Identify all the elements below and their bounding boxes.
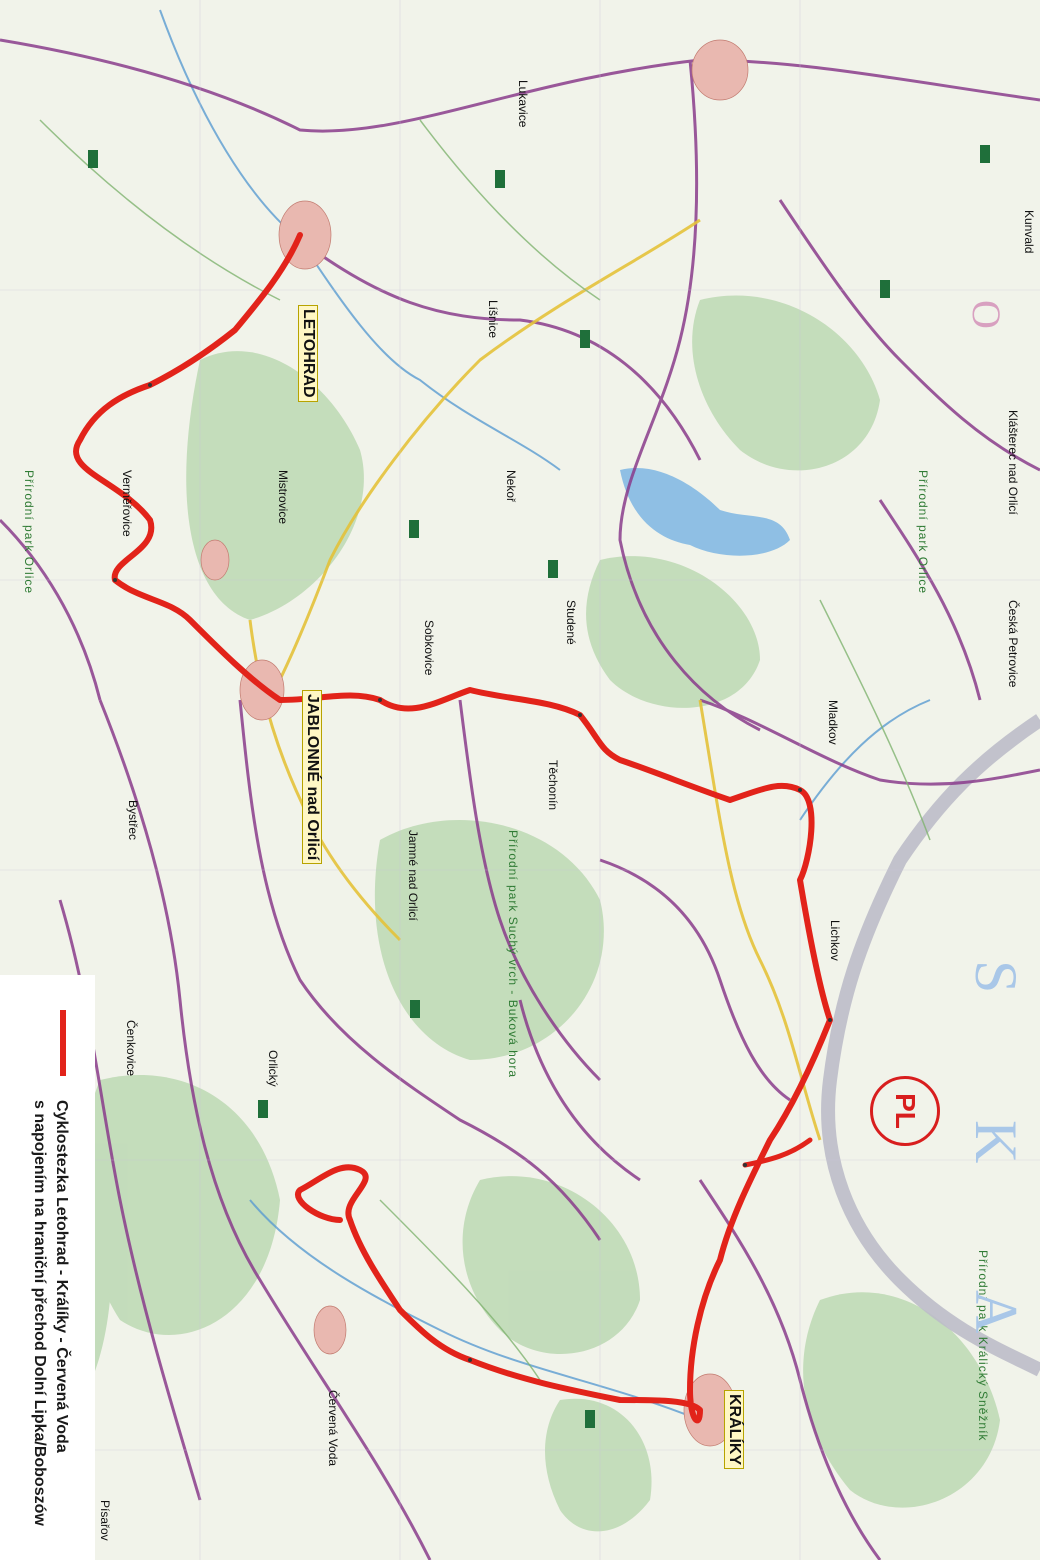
road-marker <box>258 1100 268 1118</box>
road-marker <box>409 520 419 538</box>
road-marker <box>410 1000 420 1018</box>
cycle-route-spur <box>742 1137 813 1168</box>
road-marker <box>585 1410 595 1428</box>
town-label-pisarov: Písařov <box>98 1500 112 1541</box>
nature-park-orlice-left: Přírodní park Orlice <box>22 470 36 595</box>
town-label-mistrovice: Mistrovice <box>276 470 290 525</box>
forest-areas <box>11 295 1000 1532</box>
town-label-cenkovice: Čenkovice <box>124 1020 138 1077</box>
town-label-lichkov: Lichkov <box>828 920 842 961</box>
legend-subtitle: s napojením na hraniční přechod Dolní Li… <box>31 1100 48 1526</box>
green-roads <box>39 119 931 1381</box>
town-label-nekor: Nekoř <box>504 470 518 503</box>
town-label-klasterec: Klášterec nad Orlicí <box>1006 410 1020 515</box>
legend-panel <box>0 975 95 1560</box>
town-label-orlicky: Orlický <box>266 1050 280 1087</box>
border-crossing-badge: PL <box>870 1076 940 1146</box>
town-label-jablonne: JABLONNÉ nad Orlicí <box>302 690 322 865</box>
village-dots <box>113 383 832 1362</box>
nature-park-suchy-vrch: Přírodní park Suchý vrch - Buková hora <box>506 830 520 1079</box>
rivers <box>159 9 931 1421</box>
town-areas <box>200 39 749 1447</box>
town-label-techonin: Těchonín <box>546 760 560 811</box>
country-letter: O <box>964 300 1009 329</box>
road-marker <box>580 330 590 348</box>
town-label-lisnice: Líšnice <box>486 300 500 339</box>
country-letter: A <box>963 1290 1029 1334</box>
state-border <box>821 714 1040 1377</box>
purple-roads <box>0 38 1040 1560</box>
road-marker <box>548 560 558 578</box>
town-label-studene: Studené <box>564 600 578 645</box>
town-label-ceska-petrovice: Česká Petrovice <box>1006 600 1020 688</box>
border-badge-label: PL <box>890 1093 921 1129</box>
nature-park-kralicky-sneznik: Přírodní park Králický Sněžník <box>976 1250 990 1442</box>
town-label-kraliky: KRÁLÍKY <box>724 1390 744 1470</box>
legend-title: Cyklostezka Letohrad - Králíky - Červená… <box>53 1100 70 1453</box>
town-label-kunvald: Kunvald <box>1022 210 1036 254</box>
town-label-bystrec: Bystřec <box>126 800 140 841</box>
road-marker <box>880 280 890 298</box>
town-label-cervena-voda: Červená Voda <box>326 1390 340 1467</box>
town-label-lukavice: Lukavice <box>516 80 530 128</box>
town-label-mladkov: Mladkov <box>826 700 840 745</box>
town-label-sobkovice: Sobkovice <box>422 620 436 676</box>
town-label-jamne: Jamné nad Orlicí <box>406 830 420 921</box>
town-label-letohrad: LETOHRAD <box>298 305 318 402</box>
reservoir <box>620 468 790 556</box>
country-letter: S <box>963 960 1029 994</box>
road-marker <box>980 145 990 163</box>
road-marker <box>88 150 98 168</box>
country-letter: K <box>963 1120 1029 1164</box>
legend-route-swatch <box>60 1010 66 1076</box>
road-marker <box>495 170 505 188</box>
nature-park-orlice-right: Přírodní park Orlice <box>916 470 930 595</box>
town-label-vermerovice: Verměřovice <box>120 470 134 537</box>
